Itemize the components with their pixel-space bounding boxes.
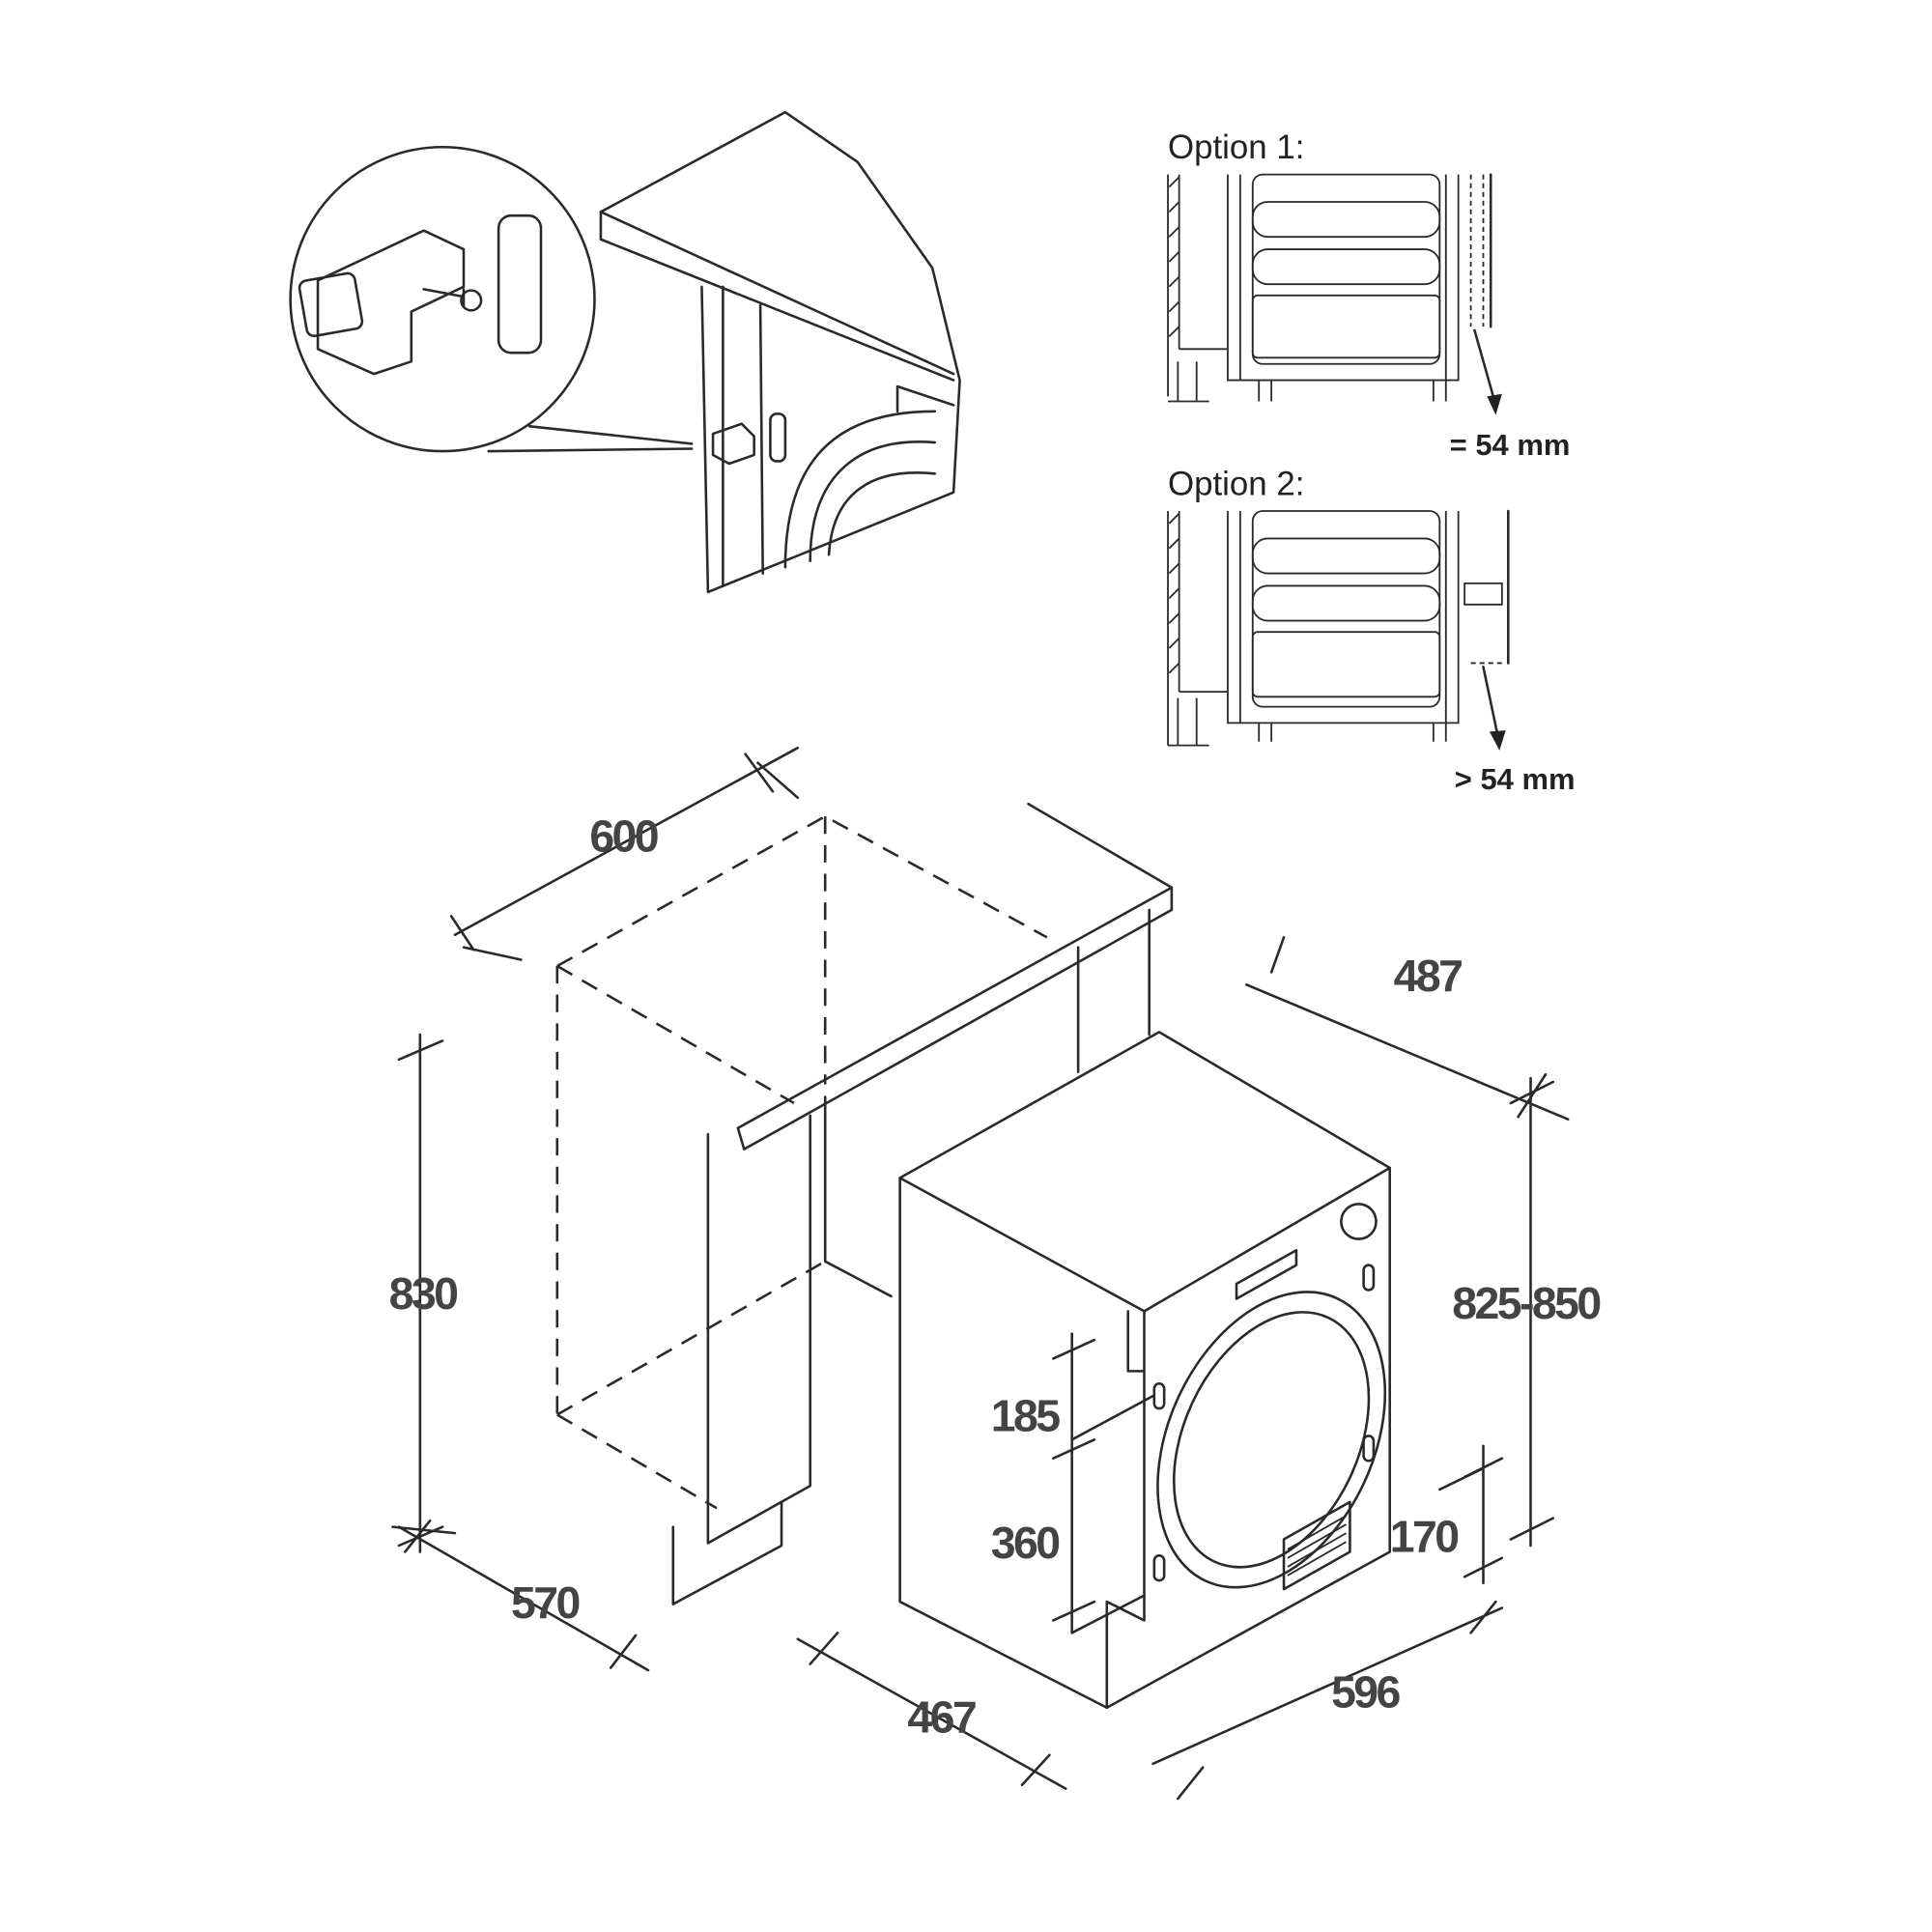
option-2-label: Option 2: bbox=[1168, 465, 1304, 502]
dimension-lines bbox=[391, 746, 1570, 1801]
dimension-467: 467 bbox=[907, 1692, 975, 1743]
option-1-label: Option 1: bbox=[1168, 128, 1304, 166]
dimension-360: 360 bbox=[991, 1518, 1059, 1568]
dimension-825-850: 825-850 bbox=[1452, 1278, 1600, 1328]
hinge-detail bbox=[289, 110, 961, 594]
dimension-570: 570 bbox=[511, 1577, 579, 1628]
dimension-170: 170 bbox=[1390, 1511, 1458, 1561]
option-2: Option 2: > 54 mm bbox=[1167, 465, 1576, 796]
option-1-gap: = 54 mm bbox=[1450, 428, 1571, 462]
dimension-830: 830 bbox=[389, 1268, 457, 1319]
arrow-icon bbox=[1487, 393, 1502, 415]
dimension-600: 600 bbox=[589, 810, 657, 861]
magnifier-circle bbox=[289, 145, 596, 453]
option-1: Option 1: = 54 mm bbox=[1167, 128, 1571, 462]
dryer-appliance bbox=[898, 1031, 1391, 1710]
dimension-487: 487 bbox=[1394, 951, 1462, 1001]
dimension-596: 596 bbox=[1331, 1667, 1400, 1718]
dimension-185: 185 bbox=[991, 1390, 1060, 1440]
option-2-gap: > 54 mm bbox=[1455, 762, 1576, 796]
arrow-icon bbox=[1489, 730, 1506, 751]
niche-cabinet bbox=[555, 802, 1174, 1605]
